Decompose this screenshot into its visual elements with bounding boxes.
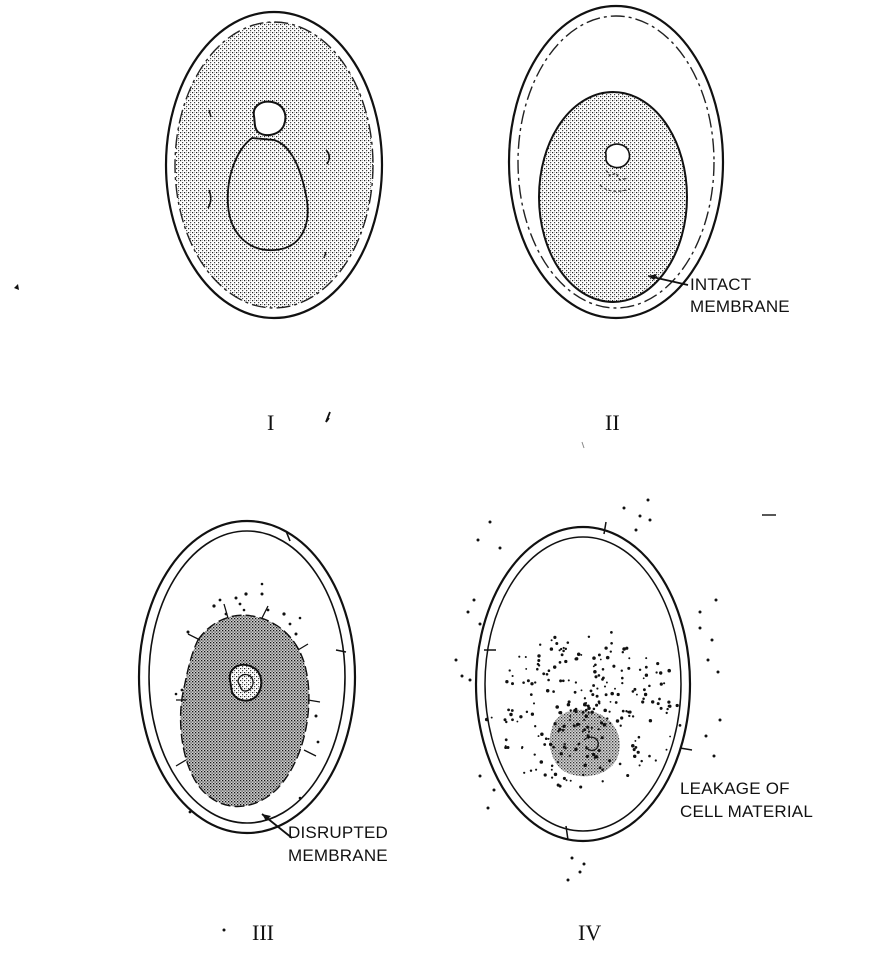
panel-2-numeral: II	[605, 410, 620, 435]
panel-4-cell-wall	[476, 527, 690, 841]
panel-4-callout-line-2: CELL MATERIAL	[680, 802, 813, 821]
panel-4-callout-line-1: LEAKAGE OF	[680, 779, 790, 798]
panel-3-callout-line-1: DISRUPTED	[288, 823, 388, 842]
panel-2: INTACT MEMBRANE II	[509, 6, 790, 435]
panel-3: DISRUPTED MEMBRANE III	[139, 521, 388, 945]
panel-1: I	[14, 12, 382, 435]
panel-3-disrupted-protoplast	[181, 615, 309, 806]
panel-3-numeral: III	[252, 920, 274, 945]
panel-1-nucleus	[254, 102, 286, 135]
panel-2-shrunken-protoplast	[539, 92, 687, 302]
panel-1-numeral: I	[267, 410, 274, 435]
panel-4-wall-inner	[485, 537, 681, 831]
panel-4-numeral: IV	[578, 920, 601, 945]
panel-2-nucleus	[606, 144, 630, 167]
panel-3-nucleus	[230, 665, 261, 701]
panel-2-callout-line-2: MEMBRANE	[690, 297, 790, 316]
panel-2-callout-line-1: INTACT	[690, 275, 751, 294]
panel-4: LEAKAGE OF CELL MATERIAL IV	[455, 499, 813, 946]
panel-3-callout-line-2: MEMBRANE	[288, 846, 388, 865]
